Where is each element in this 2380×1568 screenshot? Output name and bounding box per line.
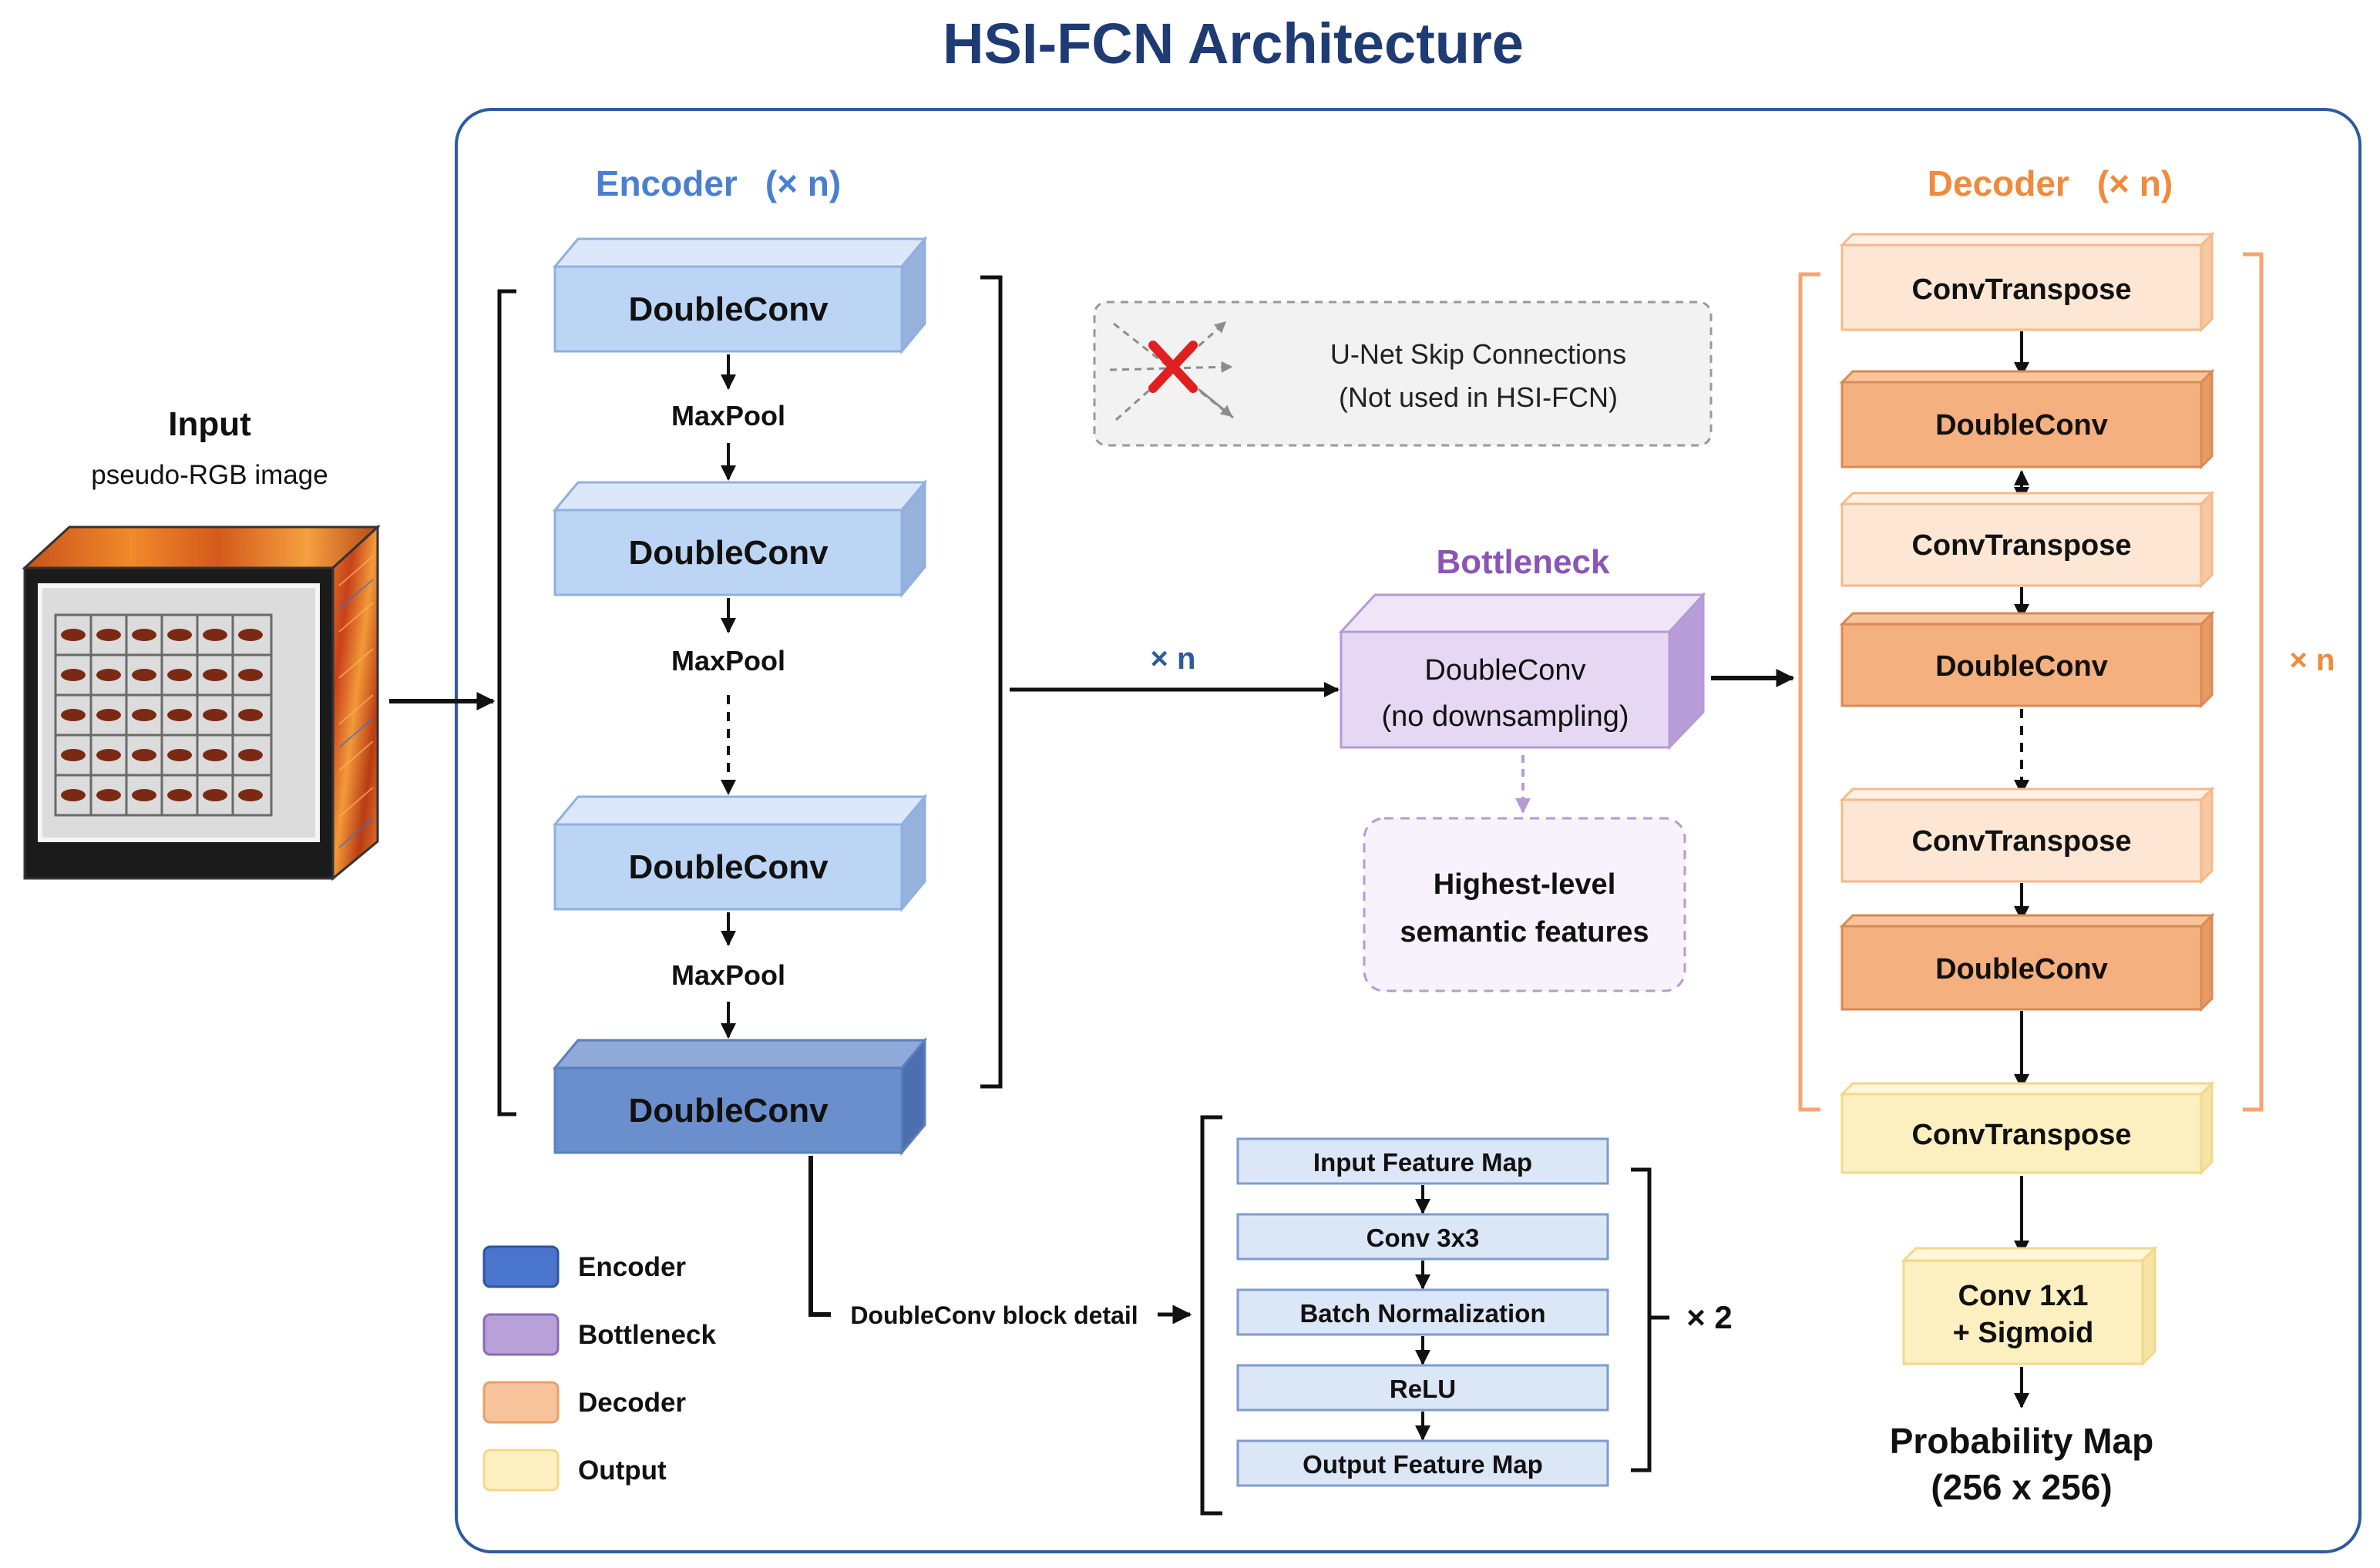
bottleneck-repeat-label: × n [1151,642,1196,676]
detail-step-label: Batch Normalization [1299,1299,1545,1328]
bottleneck-line2: (no downsampling) [1381,700,1629,733]
encoder-block-label: DoubleConv [628,848,829,886]
legend: Encoder Bottleneck Decoder Output [482,1245,716,1492]
encoder-doubleconv-block: DoubleConv [552,235,928,355]
architecture-frame [455,108,2362,1553]
cross-icon [1148,341,1198,393]
input-image-cube [22,524,381,881]
legend-item-bottleneck: Bottleneck [482,1313,716,1356]
semantic-note-line1: Highest-level [1434,868,1616,901]
legend-swatch [482,1313,560,1356]
skip-note-line1: U-Net Skip Connections [1330,338,1626,370]
maxpool-label: MaxPool [671,400,785,431]
detail-step: Conv 3x3 [1236,1213,1609,1261]
input-sublabel: pseudo-RGB image [91,460,328,490]
decoder-side-repeat-label: × n [2290,643,2335,677]
decoder-convtranspose-block: ConvTranspose [1839,786,2215,885]
bottleneck-line1: DoubleConv [1424,654,1585,687]
legend-label: Bottleneck [578,1320,716,1350]
detail-step-label: ReLU [1390,1375,1456,1403]
decoder-final-convtranspose-block: ConvTranspose [1839,1080,2215,1176]
detail-label: DoubleConv block detail [850,1301,1138,1329]
decoder-right-bracket [2243,252,2264,1112]
detail-step-label: Conv 3x3 [1366,1224,1480,1252]
decoder-left-bracket [1798,272,1820,1112]
bottleneck-block: DoubleConv (no downsampling) [1338,592,1706,750]
probability-map-label: Probability Map [1890,1421,2153,1461]
encoder-left-bracket [497,289,516,1116]
detail-step-label: Input Feature Map [1313,1148,1532,1177]
legend-swatch [482,1381,560,1424]
legend-swatch [482,1245,560,1288]
legend-label: Output [578,1456,667,1486]
encoder-right-bracket [980,275,1003,1089]
detail-step: Output Feature Map [1236,1439,1609,1487]
conv1x1-sigmoid-block: Conv 1x1 + Sigmoid [1901,1245,2158,1367]
detail-connector [808,1156,831,1317]
decoder-header: Decoder(× n) [1928,163,2173,203]
legend-item-output: Output [482,1449,667,1492]
legend-item-encoder: Encoder [482,1245,686,1288]
legend-label: Encoder [578,1252,686,1282]
encoder-doubleconv-block: DoubleConv [552,793,928,913]
maxpool-label: MaxPool [671,645,785,677]
skip-connections-note: U-Net Skip Connections (Not used in HSI-… [1093,301,1713,447]
encoder-header: Encoder(× n) [596,163,841,203]
encoder-block-label: DoubleConv [628,290,829,328]
decoder-convtranspose-block: ConvTranspose [1839,231,2215,333]
decoder-block-label: ConvTranspose [1911,274,2131,306]
skip-note-line2: (Not used in HSI-FCN) [1339,381,1618,413]
legend-swatch [482,1449,560,1492]
conv1x1-line2: + Sigmoid [1953,1317,2094,1349]
decoder-block-label: DoubleConv [1935,953,2108,985]
detail-step: Input Feature Map [1236,1137,1609,1185]
maxpool-label: MaxPool [671,959,785,991]
encoder-final-doubleconv-block: DoubleConv [552,1036,928,1157]
decoder-block-label: ConvTranspose [1911,1119,2131,1151]
legend-item-decoder: Decoder [482,1381,686,1424]
semantic-features-note: Highest-level semantic features [1363,817,1686,992]
detail-right-bracket [1631,1167,1652,1472]
legend-label: Decoder [578,1388,686,1418]
decoder-block-label: DoubleConv [1935,650,2108,683]
diagram-title: HSI-FCN Architecture [943,12,1524,76]
encoder-block-label: DoubleConv [628,534,829,572]
detail-left-bracket [1200,1115,1222,1516]
decoder-block-label: ConvTranspose [1911,825,2131,858]
input-label: Input [168,405,251,443]
decoder-convtranspose-block: ConvTranspose [1839,490,2215,589]
decoder-doubleconv-block: DoubleConv [1839,912,2215,1012]
decoder-doubleconv-block: DoubleConv [1839,610,2215,709]
detail-repeat-label: × 2 [1686,1299,1733,1335]
encoder-doubleconv-block: DoubleConv [552,478,928,599]
detail-step: Batch Normalization [1236,1288,1609,1336]
probability-map-size: (256 x 256) [1931,1467,2112,1507]
conv1x1-line1: Conv 1x1 [1958,1280,2089,1312]
encoder-block-label: DoubleConv [628,1092,829,1130]
decoder-block-label: DoubleConv [1935,409,2108,442]
decoder-block-label: ConvTranspose [1911,529,2131,562]
detail-step-label: Output Feature Map [1303,1450,1543,1479]
detail-step: ReLU [1236,1364,1609,1412]
bottleneck-header: Bottleneck [1437,543,1610,581]
decoder-doubleconv-block: DoubleConv [1839,368,2215,470]
semantic-note-line2: semantic features [1400,916,1649,949]
